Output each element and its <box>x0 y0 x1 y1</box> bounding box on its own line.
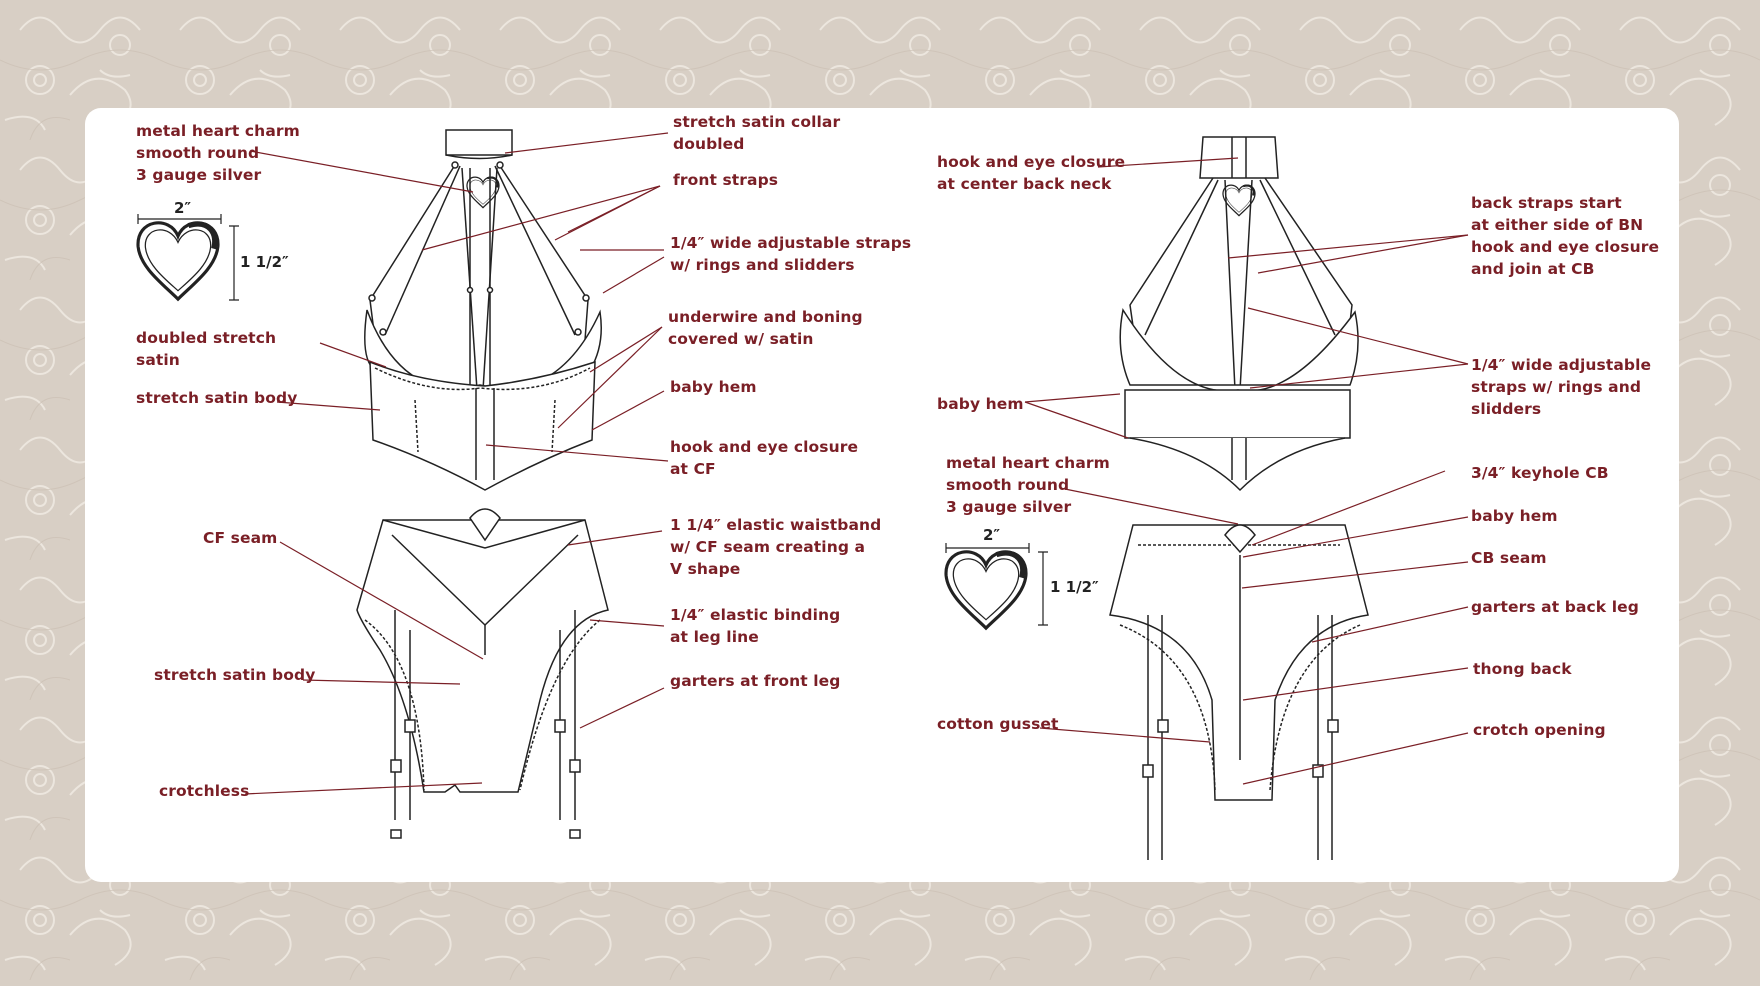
label-hook-eye-front: hook and eye closure at CF <box>670 438 859 478</box>
label-baby-hem-back-bottom: baby hem <box>1471 507 1558 525</box>
label-collar: stretch satin collar doubled <box>673 113 841 153</box>
label-straps-start: back straps start at either side of BN h… <box>1471 194 1660 278</box>
label-thong: thong back <box>1473 660 1572 678</box>
label-doubled-satin: doubled stretch satin <box>136 329 277 369</box>
label-baby-hem-front: baby hem <box>670 378 757 396</box>
spec-sheet-card <box>85 108 1679 882</box>
front-top-sketch <box>364 129 602 491</box>
label-garters-front: garters at front leg <box>670 672 841 690</box>
back-bottom-sketch <box>1109 524 1369 860</box>
back-heart-height: 1 1/2″ <box>1050 578 1099 596</box>
back-top-sketch <box>1119 136 1359 492</box>
front-heart-height: 1 1/2″ <box>240 253 289 271</box>
label-underwire: underwire and boning covered w/ satin <box>668 308 863 348</box>
label-crotchless: crotchless <box>159 782 250 800</box>
label-baby-hem-back-top: baby hem <box>937 395 1024 413</box>
label-garters-back: garters at back leg <box>1471 598 1639 616</box>
label-satin-body-top: stretch satin body <box>136 389 298 407</box>
label-cb-seam: CB seam <box>1471 549 1547 567</box>
label-gusset: cotton gusset <box>937 715 1059 733</box>
front-heart-width: 2″ <box>174 199 192 217</box>
leader-lines <box>244 132 1469 795</box>
label-hook-eye-back: hook and eye closure at center back neck <box>937 153 1126 193</box>
label-adjustable-straps-back: 1/4″ wide adjustable straps w/ rings and… <box>1471 356 1652 418</box>
back-heart-detail-icon <box>946 543 1048 628</box>
front-heart-detail-icon <box>138 214 239 300</box>
label-satin-body-bottom: stretch satin body <box>154 666 316 684</box>
label-heart-charm-back: metal heart charm smooth round 3 gauge s… <box>946 454 1110 516</box>
label-front-straps: front straps <box>673 171 779 189</box>
label-crotch: crotch opening <box>1473 721 1606 739</box>
label-binding: 1/4″ elastic binding at leg line <box>670 606 841 646</box>
label-cf-seam: CF seam <box>203 529 278 547</box>
label-adjustable-straps-front: 1/4″ wide adjustable straps w/ rings and… <box>670 234 912 274</box>
label-heart-charm-front: metal heart charm smooth round 3 gauge s… <box>136 122 300 184</box>
label-waistband: 1 1/4″ elastic waistband w/ CF seam crea… <box>670 516 882 578</box>
front-bottom-sketch <box>356 508 609 839</box>
label-keyhole: 3/4″ keyhole CB <box>1471 464 1609 482</box>
back-heart-width: 2″ <box>983 526 1001 544</box>
